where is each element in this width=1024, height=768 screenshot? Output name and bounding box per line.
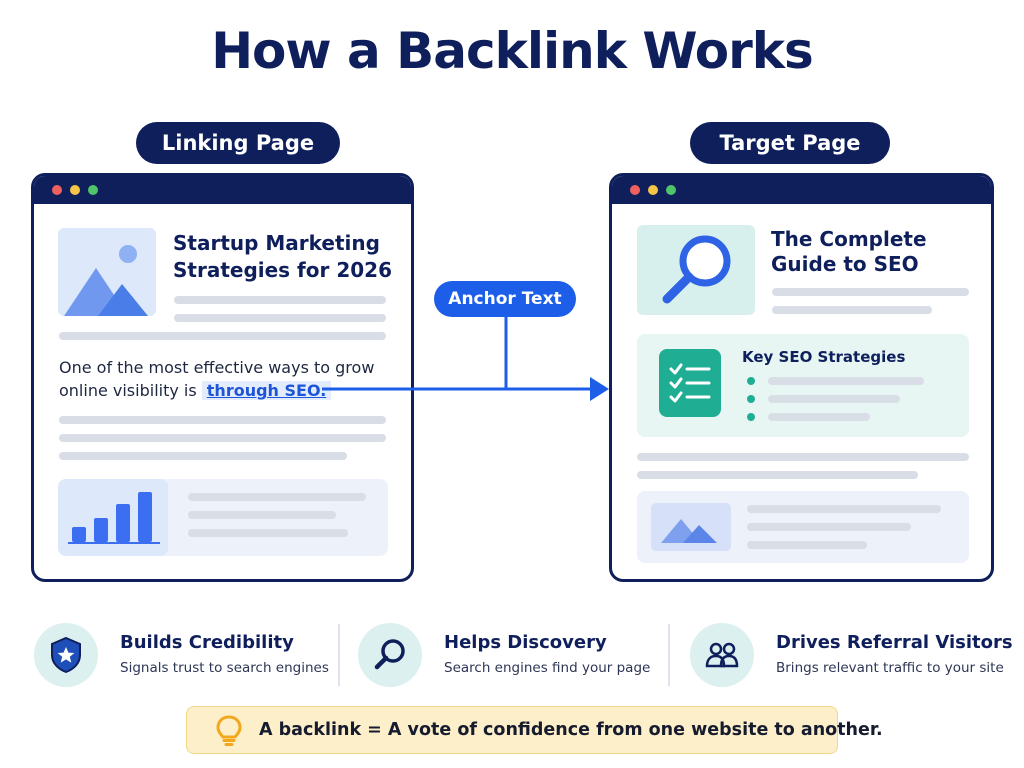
text-placeholder-line — [59, 434, 386, 442]
close-dot-icon — [52, 185, 62, 195]
target-article-title-line1: The Complete — [771, 227, 927, 251]
text-placeholder-line — [188, 529, 348, 537]
target-page-browser: The Complete Guide to SEO Key SEO Strate… — [609, 173, 994, 582]
text-placeholder-line — [637, 471, 918, 479]
article-body-text: One of the most effective ways to grow o… — [59, 356, 399, 402]
chart-card — [58, 479, 388, 556]
benefit-title: Builds Credibility — [120, 632, 294, 653]
benefit-description: Signals trust to search engines — [120, 660, 329, 676]
text-placeholder-line — [768, 377, 924, 385]
benefit-title: Helps Discovery — [444, 632, 607, 653]
maximize-dot-icon — [88, 185, 98, 195]
image-card — [637, 491, 969, 563]
text-placeholder-line — [188, 511, 336, 519]
benefit-description: Search engines find your page — [444, 660, 651, 676]
benefit-referral: Drives Referral Visitors Brings relevant… — [690, 621, 1013, 689]
article-image-icon — [58, 228, 156, 316]
linking-article-title-line1: Startup Marketing — [173, 231, 380, 255]
text-placeholder-line — [768, 395, 900, 403]
bar-chart-icon — [58, 479, 168, 556]
minimize-dot-icon — [70, 185, 80, 195]
close-dot-icon — [630, 185, 640, 195]
benefit-description: Brings relevant traffic to your site — [776, 660, 1004, 676]
definition-callout: A backlink = A vote of confidence from o… — [186, 706, 883, 754]
text-placeholder-line — [747, 505, 941, 513]
anchor-text-label: Anchor Text — [434, 281, 576, 317]
text-placeholder-line — [174, 296, 386, 304]
linking-page-browser: Startup Marketing Strategies for 2026 On… — [31, 173, 414, 582]
linking-article-title-line2: Strategies for 2026 — [173, 258, 392, 282]
text-placeholder-line — [772, 288, 969, 296]
benefit-title: Drives Referral Visitors — [776, 632, 1013, 653]
bullet-icon — [747, 413, 755, 421]
target-article-title-line2: Guide to SEO — [771, 252, 919, 276]
target-page-label: Target Page — [690, 122, 890, 164]
benefit-discovery: Helps Discovery Search engines find your… — [358, 621, 658, 689]
text-placeholder-line — [59, 416, 386, 424]
strategies-card: Key SEO Strategies — [637, 334, 969, 437]
browser-titlebar — [34, 176, 411, 204]
divider — [338, 624, 340, 686]
text-placeholder-line — [768, 413, 870, 421]
text-placeholder-line — [59, 452, 347, 460]
bullet-icon — [747, 377, 755, 385]
users-icon — [690, 623, 754, 687]
body-line-2-prefix: online visibility is — [59, 381, 197, 400]
shield-star-icon — [34, 623, 98, 687]
minimize-dot-icon — [648, 185, 658, 195]
divider — [668, 624, 670, 686]
callout-text: A backlink = A vote of confidence from o… — [259, 720, 883, 740]
benefit-credibility: Builds Credibility Signals trust to sear… — [34, 621, 334, 689]
lightbulb-icon — [216, 715, 242, 746]
bullet-icon — [747, 395, 755, 403]
maximize-dot-icon — [666, 185, 676, 195]
text-placeholder-line — [59, 332, 386, 340]
image-placeholder-icon — [651, 503, 731, 551]
text-placeholder-line — [188, 493, 366, 501]
strategies-title: Key SEO Strategies — [742, 348, 906, 366]
text-placeholder-line — [772, 306, 932, 314]
text-placeholder-line — [637, 453, 969, 461]
checklist-icon — [659, 349, 721, 417]
text-placeholder-line — [747, 541, 867, 549]
body-line-2: online visibility is through SEO. — [59, 379, 399, 402]
magnifier-icon — [358, 623, 422, 687]
body-line-1: One of the most effective ways to grow — [59, 358, 375, 377]
text-placeholder-line — [747, 523, 911, 531]
page-title: How a Backlink Works — [211, 22, 814, 80]
magnifier-image-icon — [637, 225, 755, 315]
linking-page-label: Linking Page — [136, 122, 340, 164]
text-placeholder-line — [174, 314, 386, 322]
anchor-text-link[interactable]: through SEO. — [201, 381, 332, 400]
browser-titlebar — [612, 176, 991, 204]
